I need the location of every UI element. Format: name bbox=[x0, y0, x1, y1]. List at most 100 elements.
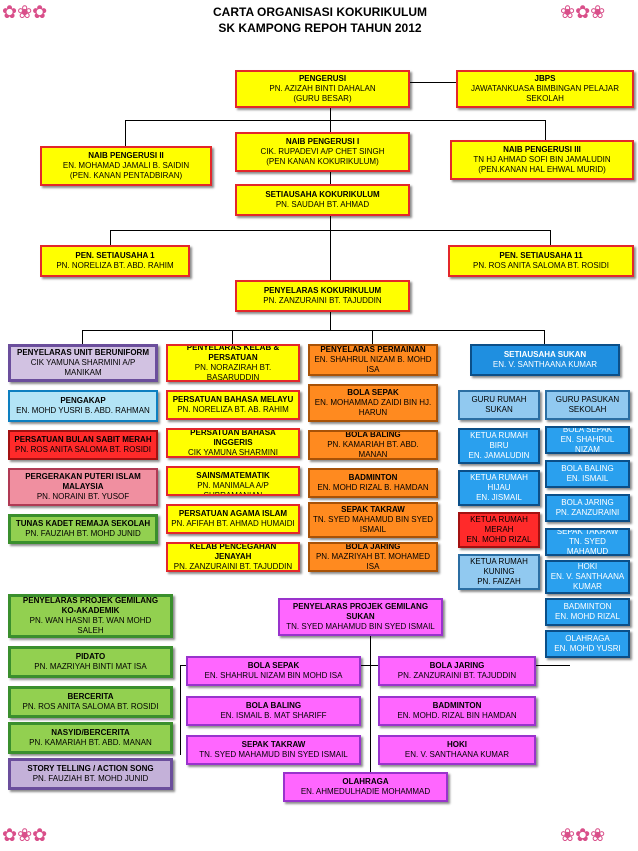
pengerusi-name: PN. AZIZAH BINTI DAHALAN bbox=[269, 84, 376, 93]
nasyid-name: PN. KAMARIAH BT. ABD. MANAN bbox=[29, 738, 152, 747]
bahasa-inggeris-name: CIK YAMUNA SHARMINI bbox=[188, 448, 278, 457]
puteri-islam-box: PERGERAKAN PUTERI ISLAM MALAYSIA PN. NOR… bbox=[8, 468, 158, 506]
pasukan-bola-sepak-title: BOLA SEPAK bbox=[562, 426, 613, 434]
connector-line bbox=[82, 330, 544, 331]
permainan-sepak-takraw-title: SEPAK TAKRAW bbox=[341, 505, 405, 514]
connector-line bbox=[125, 120, 545, 121]
kelab-head-line1: PERSATUAN bbox=[208, 353, 258, 362]
guru-pasukan-line1: SEKOLAH bbox=[568, 405, 607, 414]
connector-line bbox=[125, 120, 126, 146]
permainan-sepak-takraw-box: SEPAK TAKRAW TN. SYED MAHAMUD BIN SYED I… bbox=[308, 502, 438, 538]
nasyid-title: NASYID/BERCERITA bbox=[51, 728, 130, 737]
story-telling-name: PN. FAUZIAH BT. MOHD JUNID bbox=[32, 774, 149, 783]
gemilang-sepak-takraw-title: SEPAK TAKRAW bbox=[241, 740, 306, 749]
rumah-hijau-title: KETUA RUMAH bbox=[470, 473, 528, 482]
connector-line bbox=[180, 665, 570, 666]
connector-line bbox=[180, 665, 181, 755]
rumah-hijau-colour: HIJAU bbox=[487, 483, 511, 492]
bercerita-box: BERCERITA PN. ROS ANITA SALOMA BT. ROSID… bbox=[8, 686, 173, 718]
kadet-remaja-title: TUNAS KADET REMAJA SEKOLAH bbox=[15, 519, 151, 528]
pidato-box: PIDATO PN. MAZRIYAH BINTI MAT ISA bbox=[8, 646, 173, 678]
bahasa-inggeris-box: PERSATUAN BAHASA INGGERIS CIK YAMUNA SHA… bbox=[166, 428, 300, 458]
naib1-name: CIK. RUPADEVI A/P CHET SINGH bbox=[260, 147, 385, 156]
permainan-sepak-takraw-name: TN. SYED MAHAMUD BIN SYED bbox=[313, 515, 434, 524]
naib-pengerusi-1-box: NAIB PENGERUSI I CIK. RUPADEVI A/P CHET … bbox=[235, 132, 410, 172]
permainan-bola-baling-name: PN. KAMARIAH BT. ABD. MANAN bbox=[327, 440, 419, 459]
permainan-bola-sepak-box: BOLA SEPAK EN. MOHAMMAD ZAIDI BIN HJ. HA… bbox=[308, 384, 438, 422]
pidato-name: PN. MAZRIYAH BINTI MAT ISA bbox=[34, 662, 147, 671]
naib1-title: NAIB PENGERUSI I bbox=[285, 137, 360, 146]
gemilang-hoki-box: HOKI EN. V. SANTHAANA KUMAR bbox=[378, 735, 536, 765]
puteri-islam-name: PN. NORAINI BT. YUSOF bbox=[36, 492, 130, 501]
bahasa-melayu-title: PERSATUAN BAHASA MELAYU bbox=[172, 395, 294, 404]
puteri-islam-line1: MALAYSIA bbox=[62, 482, 104, 491]
rumah-kuning-colour: KUNING bbox=[483, 567, 515, 576]
gemilang-olahraga-box: OLAHRAGA EN. AHMEDULHADIE MOHAMMAD bbox=[283, 772, 448, 802]
pidato-title: PIDATO bbox=[75, 652, 106, 661]
rumah-biru-title: KETUA RUMAH bbox=[470, 431, 528, 440]
pasukan-hoki-title: HOKI bbox=[577, 562, 598, 571]
naib3-title: NAIB PENGERUSI III bbox=[503, 145, 581, 154]
setiausaha-sukan-title: SETIAUSAHA SUKAN bbox=[503, 350, 587, 359]
connector-line bbox=[550, 230, 551, 245]
penyelaras-kokurikulum-box: PENYELARAS KOKURIKULUM PN. ZANZURAINI BT… bbox=[235, 280, 410, 312]
pengerusi-role: (GURU BESAR) bbox=[293, 94, 352, 103]
agama-islam-name: PN. AFIFAH BT. AHMAD HUMAIDI bbox=[171, 519, 295, 528]
puteri-islam-title: PERGERAKAN PUTERI ISLAM bbox=[25, 472, 141, 481]
gemilang-bola-sepak-box: BOLA SEPAK EN. SHAHRUL NIZAM BIN MOHD IS… bbox=[186, 656, 361, 686]
pengerusi-box: PENGERUSI PN. AZIZAH BINTI DAHALAN (GURU… bbox=[235, 70, 410, 108]
pen-setiausaha1-title: PEN. SETIAUSAHA 1 bbox=[75, 251, 155, 260]
pasukan-bola-jaring-title: BOLA JARING bbox=[561, 498, 614, 507]
rumah-kuning-box: KETUA RUMAH KUNING PN. FAIZAH bbox=[458, 554, 540, 590]
kelab-head-title: PENYELARAS KELAB & bbox=[186, 344, 280, 352]
gemilang-bola-baling-box: BOLA BALING EN. ISMAIL B. MAT SHARIFF bbox=[186, 696, 361, 726]
penyelaras-name: PN. ZANZURAINI BT. TAJUDDIN bbox=[263, 296, 382, 305]
rumah-kuning-name: PN. FAIZAH bbox=[477, 577, 521, 586]
sains-matematik-box: PERSATUAN SAINS/MATEMATIK PN. MANIMALA A… bbox=[166, 466, 300, 496]
naib2-name: EN. MOHAMAD JAMALI B. SAIDIN bbox=[62, 161, 190, 170]
gemilang-badminton-box: BADMINTON EN. MOHD. RIZAL BIN HAMDAN bbox=[378, 696, 536, 726]
rumah-hijau-name: EN. JISMAIL bbox=[476, 493, 522, 502]
sains-matematik-name: PN. MANIMALA A/P SUBRAMANIAN bbox=[197, 481, 269, 496]
pasukan-olahraga-name: EN. MOHD YUSRI bbox=[554, 644, 621, 653]
pen-setiausaha-1-box: PEN. SETIAUSAHA 1 PN. NORELIZA BT. ABD. … bbox=[40, 245, 190, 277]
flower-decoration-top-right: ❀✿❀ bbox=[560, 2, 606, 22]
gemilang-bola-jaring-title: BOLA JARING bbox=[429, 661, 485, 670]
pasukan-olahraga-box: OLAHRAGA EN. MOHD YUSRI bbox=[545, 630, 630, 658]
rumah-biru-colour: BIRU bbox=[489, 441, 509, 450]
agama-islam-title: PERSATUAN AGAMA ISLAM bbox=[178, 509, 288, 518]
jbps-box: JBPS JAWATANKUASA BIMBINGAN PELAJAR SEKO… bbox=[456, 70, 634, 108]
rumah-kuning-title: KETUA RUMAH bbox=[470, 557, 528, 566]
pasukan-bola-baling-box: BOLA BALING EN. ISMAIL bbox=[545, 460, 630, 488]
connector-line bbox=[544, 330, 545, 344]
pasukan-bola-baling-name: EN. ISMAIL bbox=[566, 474, 609, 483]
pencegahan-jenayah-title: KELAB PENCEGAHAN JENAYAH bbox=[189, 542, 277, 561]
gemilang-bola-sepak-title: BOLA SEPAK bbox=[247, 661, 300, 670]
permainan-bola-sepak-name: EN. MOHAMMAD ZAIDI BIN HJ. bbox=[314, 398, 432, 407]
permainan-bola-baling-title: BOLA BALING bbox=[345, 430, 401, 439]
gemilang-badminton-title: BADMINTON bbox=[432, 701, 482, 710]
gemilang-sukan-head: PENYELARAS PROJEK GEMILANG SUKAN TN. SYE… bbox=[278, 598, 443, 636]
permainan-bola-jaring-box: BOLA JARING PN. MAZRIYAH BT. MOHAMED ISA bbox=[308, 542, 438, 572]
bulan-sabit-merah-title: PERSATUAN BULAN SABIT MERAH bbox=[14, 435, 152, 444]
connector-line bbox=[372, 330, 373, 344]
setiausaha-name: PN. SAUDAH BT. AHMAD bbox=[275, 200, 370, 209]
gemilang-hoki-title: HOKI bbox=[447, 740, 467, 749]
bahasa-melayu-name: PN. NORELIZA BT. AB. RAHIM bbox=[177, 405, 289, 414]
gemilang-bola-baling-title: BOLA BALING bbox=[245, 701, 302, 710]
jbps-line1: JAWATANKUASA BIMBINGAN PELAJAR bbox=[470, 84, 620, 93]
pencegahan-jenayah-name: PN. ZANZURAINI BT. TAJUDDIN bbox=[173, 562, 293, 571]
guru-rumah-box: GURU RUMAH SUKAN bbox=[458, 390, 540, 420]
naib2-title: NAIB PENGERUSI II bbox=[88, 151, 164, 160]
unit-beruniform-title: PENYELARAS UNIT BERUNIFORM bbox=[16, 348, 149, 357]
permainan-badminton-title: BADMINTON bbox=[348, 473, 398, 482]
connector-line bbox=[82, 330, 83, 344]
bahasa-melayu-box: PERSATUAN BAHASA MELAYU PN. NORELIZA BT.… bbox=[166, 390, 300, 420]
permainan-head-name: EN. SHAHRUL NIZAM B. MOHD ISA bbox=[314, 355, 432, 374]
guru-pasukan-box: GURU PASUKAN SEKOLAH bbox=[545, 390, 630, 420]
gemilang-sepak-takraw-box: SEPAK TAKRAW TN. SYED MAHAMUD BIN SYED I… bbox=[186, 735, 361, 765]
kelab-head-name: PN. NORAZIRAH BT. BASARUDDIN bbox=[194, 363, 272, 382]
unit-beruniform-line2: MANIKAM bbox=[64, 368, 102, 377]
story-telling-box: STORY TELLING / ACTION SONG PN. FAUZIAH … bbox=[8, 758, 173, 790]
connector-line bbox=[370, 635, 371, 773]
